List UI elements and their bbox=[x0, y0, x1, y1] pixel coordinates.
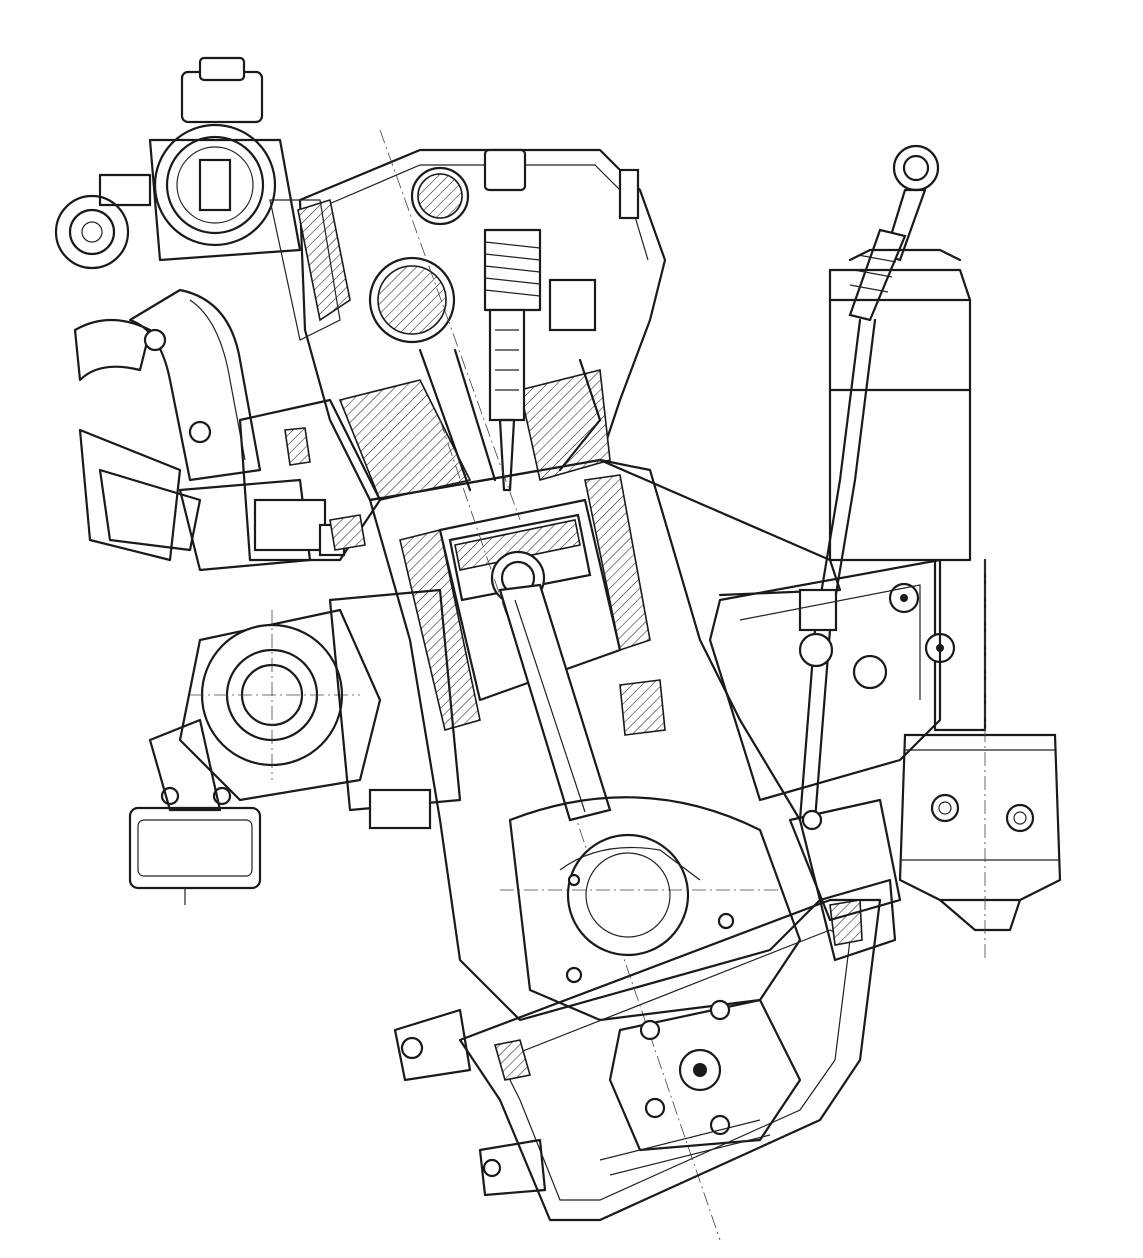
alternator bbox=[178, 588, 462, 830]
breather-fitting bbox=[618, 168, 640, 220]
head-gasket-flange bbox=[284, 427, 666, 736]
oil-pan bbox=[458, 898, 882, 1222]
injector-body bbox=[488, 308, 526, 422]
oil-pump bbox=[599, 998, 802, 1176]
block-mounting-lugs bbox=[393, 1008, 547, 1197]
rocker-pivot bbox=[483, 148, 527, 192]
throttle-body bbox=[54, 56, 302, 270]
accessory-bracket bbox=[708, 558, 942, 962]
cylinder-bore bbox=[438, 498, 622, 702]
crankcase bbox=[500, 796, 802, 1022]
idle-control-valve bbox=[54, 194, 130, 270]
oil-filter bbox=[898, 560, 1062, 960]
cylinder-head bbox=[297, 129, 667, 521]
valve-spring bbox=[483, 228, 542, 312]
intake-elbow bbox=[73, 288, 262, 562]
fuel-line-nut bbox=[548, 278, 597, 332]
oil-dipstick bbox=[798, 144, 940, 822]
connecting-rod bbox=[498, 583, 612, 822]
engine-mount bbox=[128, 718, 262, 905]
engine-block bbox=[368, 419, 842, 1241]
